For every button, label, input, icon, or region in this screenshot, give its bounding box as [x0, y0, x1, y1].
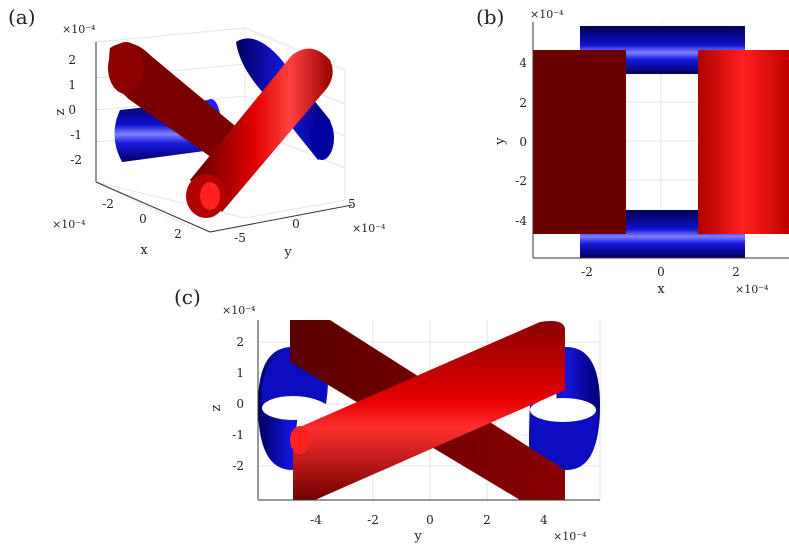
- panel-a-x-ticks: -2 0 2: [102, 197, 182, 241]
- y-tick: 0: [519, 135, 527, 149]
- panel-a-zlabel: z: [53, 108, 68, 115]
- x-tick: 2: [174, 227, 182, 241]
- dark-red-cap: [108, 42, 144, 94]
- panel-a-z-ticks: 2 1 0 -1 -2: [68, 53, 82, 167]
- panel-c-z-exponent: ×10⁻⁴: [222, 304, 256, 317]
- x-tick: 0: [139, 212, 147, 226]
- panel-c-label: (c): [174, 285, 201, 309]
- panel-b-y-ticks: 4 2 0 -2 -4: [515, 56, 527, 228]
- panel-a-axes: [95, 42, 353, 233]
- panel-c-ylabel: y: [413, 529, 422, 544]
- x-tick: 0: [657, 265, 665, 279]
- panel-a-label: (a): [8, 5, 36, 29]
- y-tick: -4: [515, 214, 527, 228]
- panel-b-red: [698, 50, 789, 234]
- x-tick: -2: [102, 197, 114, 211]
- z-tick: 2: [68, 53, 76, 67]
- y-tick: -2: [367, 513, 379, 527]
- z-tick: 2: [236, 335, 244, 349]
- panel-a-red-cylinder: [186, 48, 333, 218]
- panel-b-dark-red: [533, 50, 626, 234]
- y-tick: 4: [540, 513, 548, 527]
- y-tick: -5: [234, 231, 246, 245]
- z-tick: -2: [232, 459, 244, 473]
- panel-b: (b) ×10⁻⁴ 4 2 0 -2 -4 y -2: [476, 5, 789, 297]
- panel-a-xlabel: x: [140, 243, 148, 258]
- y-tick: -4: [310, 513, 322, 527]
- panel-b-ylabel: y: [493, 137, 508, 146]
- z-tick: 0: [68, 103, 76, 117]
- y-tick: 0: [426, 513, 434, 527]
- panel-c-y-exponent: ×10⁻⁴: [553, 530, 587, 543]
- z-tick: 1: [68, 78, 76, 92]
- y-tick: 2: [519, 96, 527, 110]
- panel-a-dark-red-cylinder: [108, 42, 240, 161]
- panel-b-x-ticks: -2 0 2: [581, 265, 740, 279]
- panel-b-xlabel: x: [657, 282, 665, 297]
- y-tick: 2: [483, 513, 491, 527]
- z-tick: 1: [236, 366, 244, 380]
- panel-a-x-exponent: ×10⁻⁴: [52, 218, 86, 231]
- panel-a-ylabel: y: [283, 245, 292, 260]
- panel-c-blue-right: [529, 347, 600, 470]
- panel-c-zlabel: z: [209, 404, 224, 411]
- y-tick: 4: [519, 56, 527, 70]
- blue-cylinder-back-cap: [310, 116, 334, 160]
- panel-c-y-ticks: -4 -2 0 2 4: [310, 513, 548, 527]
- z-tick: -2: [70, 153, 82, 167]
- panel-b-x-exponent: ×10⁻⁴: [735, 283, 769, 296]
- z-tick: -1: [70, 128, 82, 142]
- panel-a: (a) ×10⁻⁴: [8, 5, 386, 260]
- panel-b-y-exponent: ×10⁻⁴: [530, 8, 564, 21]
- x-tick: 2: [732, 265, 740, 279]
- z-tick: -1: [232, 428, 244, 442]
- y-tick: 5: [348, 197, 356, 211]
- z-tick: 0: [236, 397, 244, 411]
- panel-a-y-exponent: ×10⁻⁴: [352, 222, 386, 235]
- panel-c-z-ticks: 2 1 0 -1 -2: [232, 335, 244, 473]
- panel-a-y-ticks: -5 0 5: [234, 197, 356, 245]
- panel-b-label: (b): [476, 5, 504, 29]
- panel-c: (c) ×10⁻⁴: [174, 285, 601, 544]
- panel-a-z-exponent: ×10⁻⁴: [62, 23, 96, 36]
- y-tick: -2: [515, 174, 527, 188]
- panel-c-red-beam: [293, 321, 565, 500]
- y-tick: 0: [292, 217, 300, 231]
- x-tick: -2: [581, 265, 593, 279]
